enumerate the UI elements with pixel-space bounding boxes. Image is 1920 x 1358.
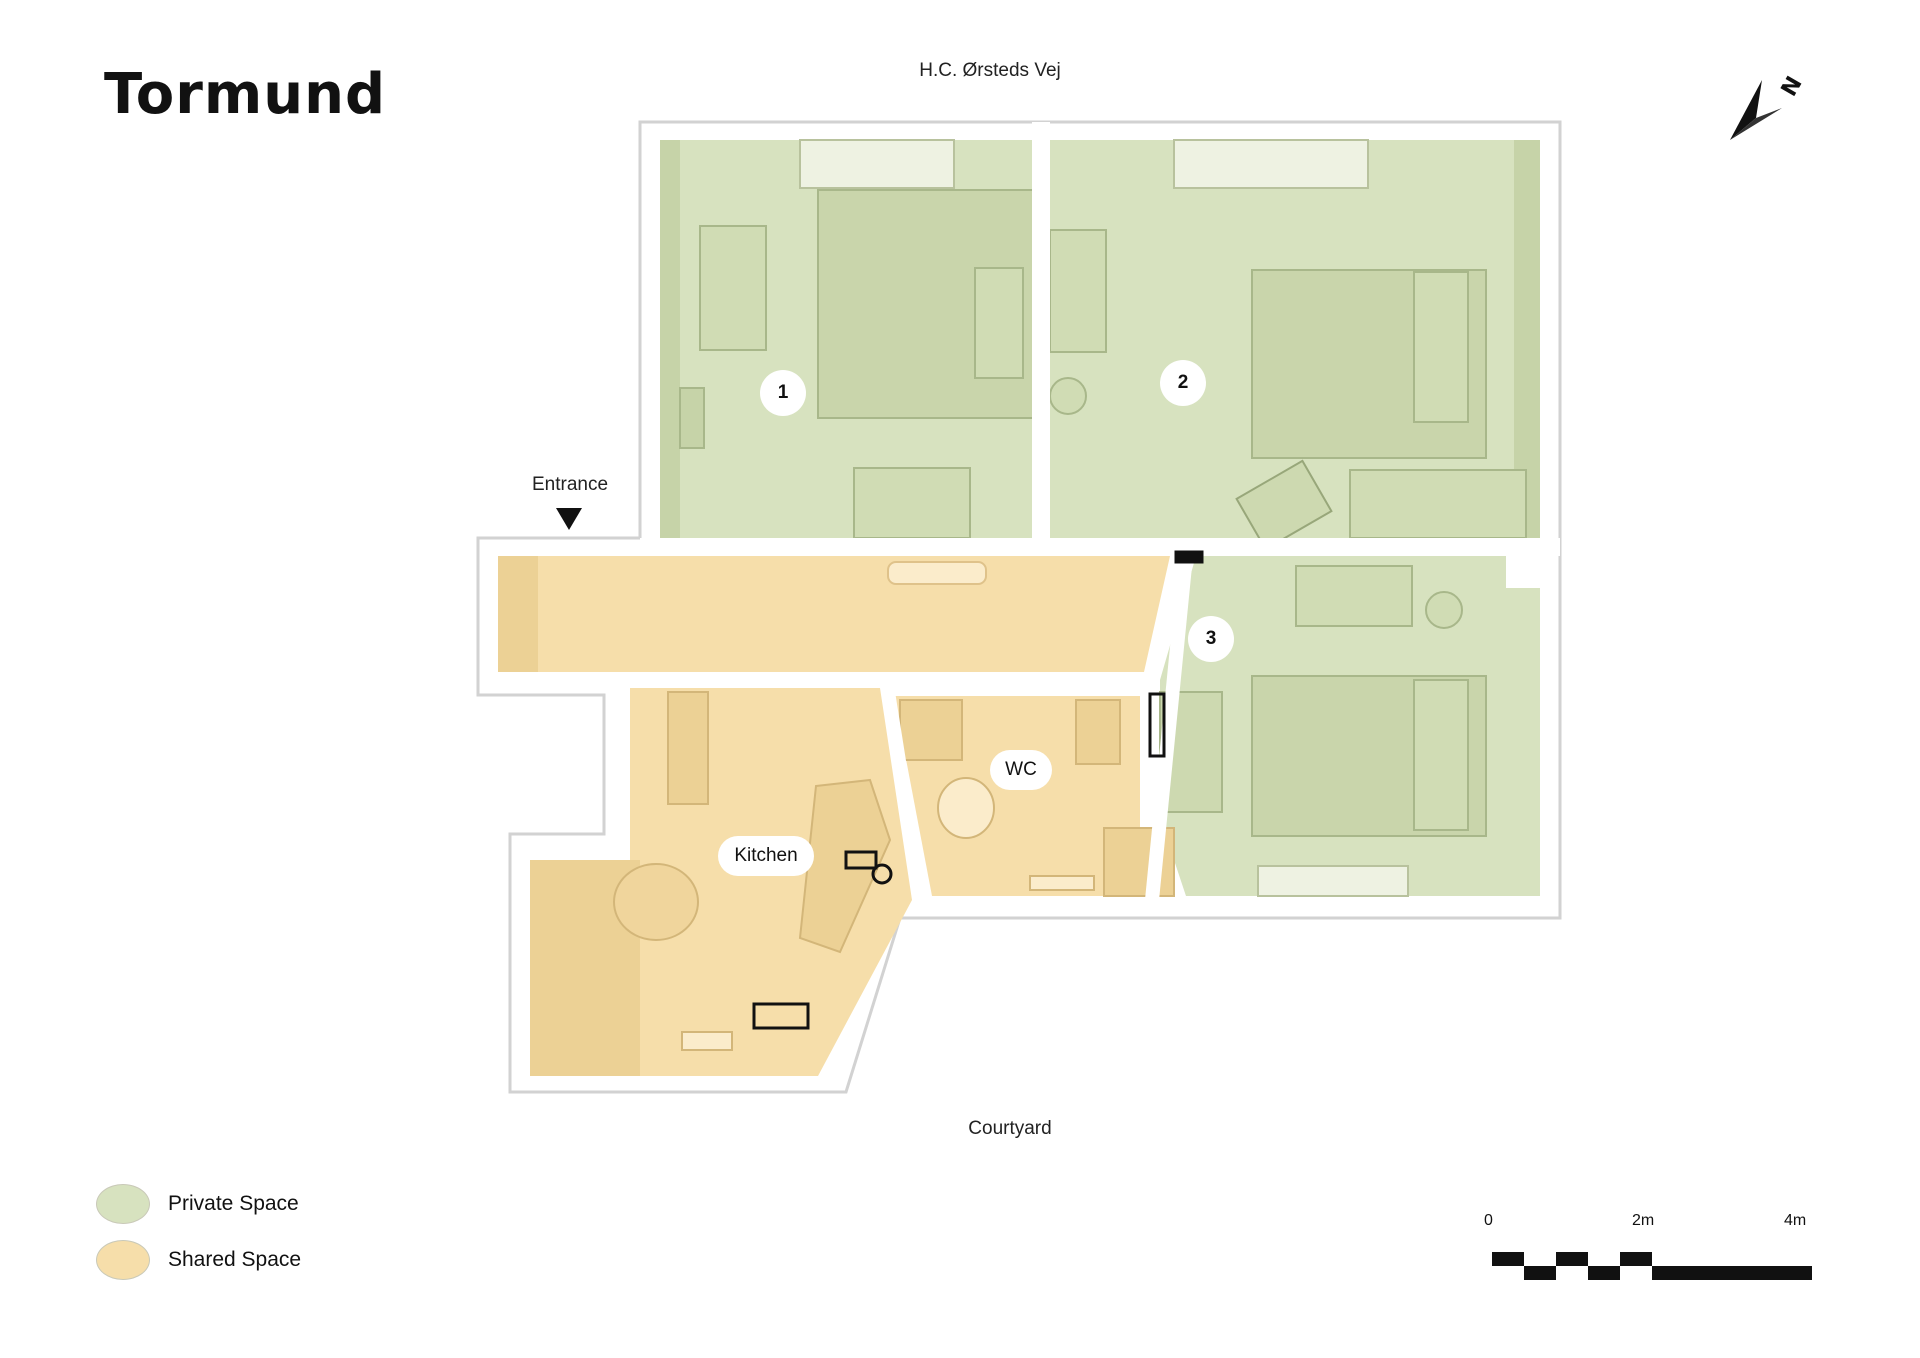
scale-bar-graphic bbox=[1492, 1252, 1812, 1280]
hallway-area bbox=[498, 556, 1170, 688]
scale-tick-4m: 4m bbox=[1784, 1212, 1807, 1229]
kitchen-label: Kitchen bbox=[718, 836, 814, 876]
north-arrow-icon: N bbox=[1722, 68, 1822, 148]
private-space-swatch bbox=[96, 1184, 150, 1224]
room-2-label: 2 bbox=[1160, 360, 1206, 406]
interior-walls bbox=[640, 122, 1560, 908]
room-1-area bbox=[660, 139, 1067, 539]
scale-bar: 0 2m 4m bbox=[1484, 1212, 1824, 1302]
legend-item-private: Private Space bbox=[96, 1184, 301, 1224]
entrance-arrow-icon bbox=[556, 508, 582, 530]
legend-label-shared: Shared Space bbox=[168, 1248, 302, 1271]
plan-title: Tormund bbox=[104, 62, 387, 127]
street-label-top: H.C. Ørsteds Vej bbox=[919, 60, 1061, 81]
legend-item-shared: Shared Space bbox=[96, 1240, 301, 1280]
entrance-label: Entrance bbox=[531, 474, 609, 495]
room-3-label: 3 bbox=[1188, 616, 1234, 662]
legend-label-private: Private Space bbox=[168, 1192, 299, 1215]
wc-label: WC bbox=[990, 750, 1052, 790]
legend: Private Space Shared Space bbox=[96, 1184, 301, 1296]
scale-tick-0: 0 bbox=[1484, 1212, 1493, 1229]
shared-space-swatch bbox=[96, 1240, 150, 1280]
room-1-label: 1 bbox=[760, 370, 806, 416]
street-label-bottom: Courtyard bbox=[968, 1118, 1052, 1139]
scale-tick-2m: 2m bbox=[1632, 1212, 1655, 1229]
room-2-area bbox=[1049, 139, 1540, 551]
plan-markers bbox=[752, 550, 1204, 1030]
wc-area bbox=[894, 696, 1175, 897]
room-3-area bbox=[1159, 556, 1540, 897]
